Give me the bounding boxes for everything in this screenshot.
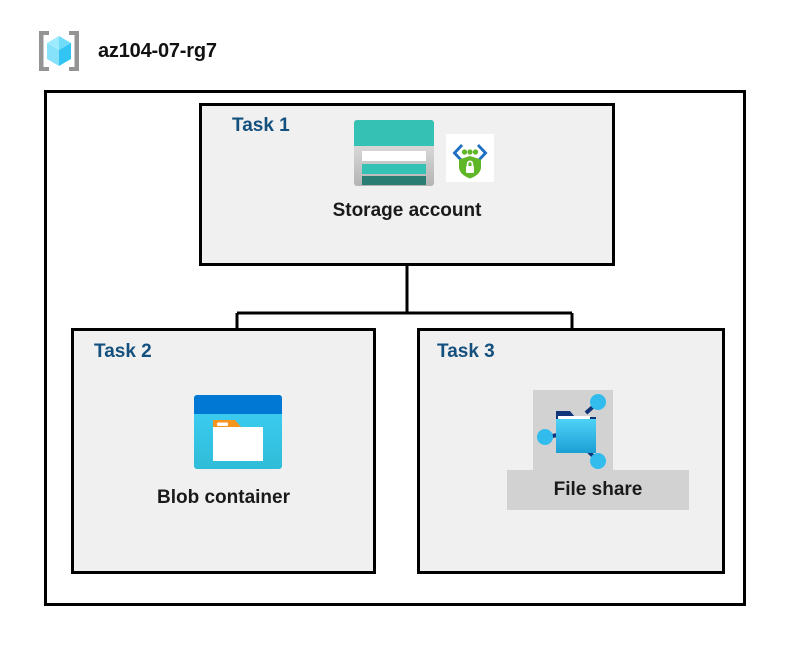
secure-endpoint-icon xyxy=(446,134,494,187)
blob-container-icon xyxy=(192,393,284,476)
file-share-label: File share xyxy=(553,479,643,500)
task-2-label: Task 2 xyxy=(94,341,152,362)
task-3-label: Task 3 xyxy=(437,341,495,362)
blob-container-label: Blob container xyxy=(156,487,290,508)
resource-group-icon xyxy=(39,31,79,71)
page-title: az104-07-rg7 xyxy=(98,39,217,62)
storage-account-label: Storage account xyxy=(332,200,482,221)
file-share-icon xyxy=(534,391,612,478)
resource-group-header: az104-07-rg7 xyxy=(33,25,217,77)
task-1-label: Task 1 xyxy=(232,115,290,136)
file-share-label-highlight xyxy=(507,470,689,510)
storage-account-icon xyxy=(352,118,436,193)
